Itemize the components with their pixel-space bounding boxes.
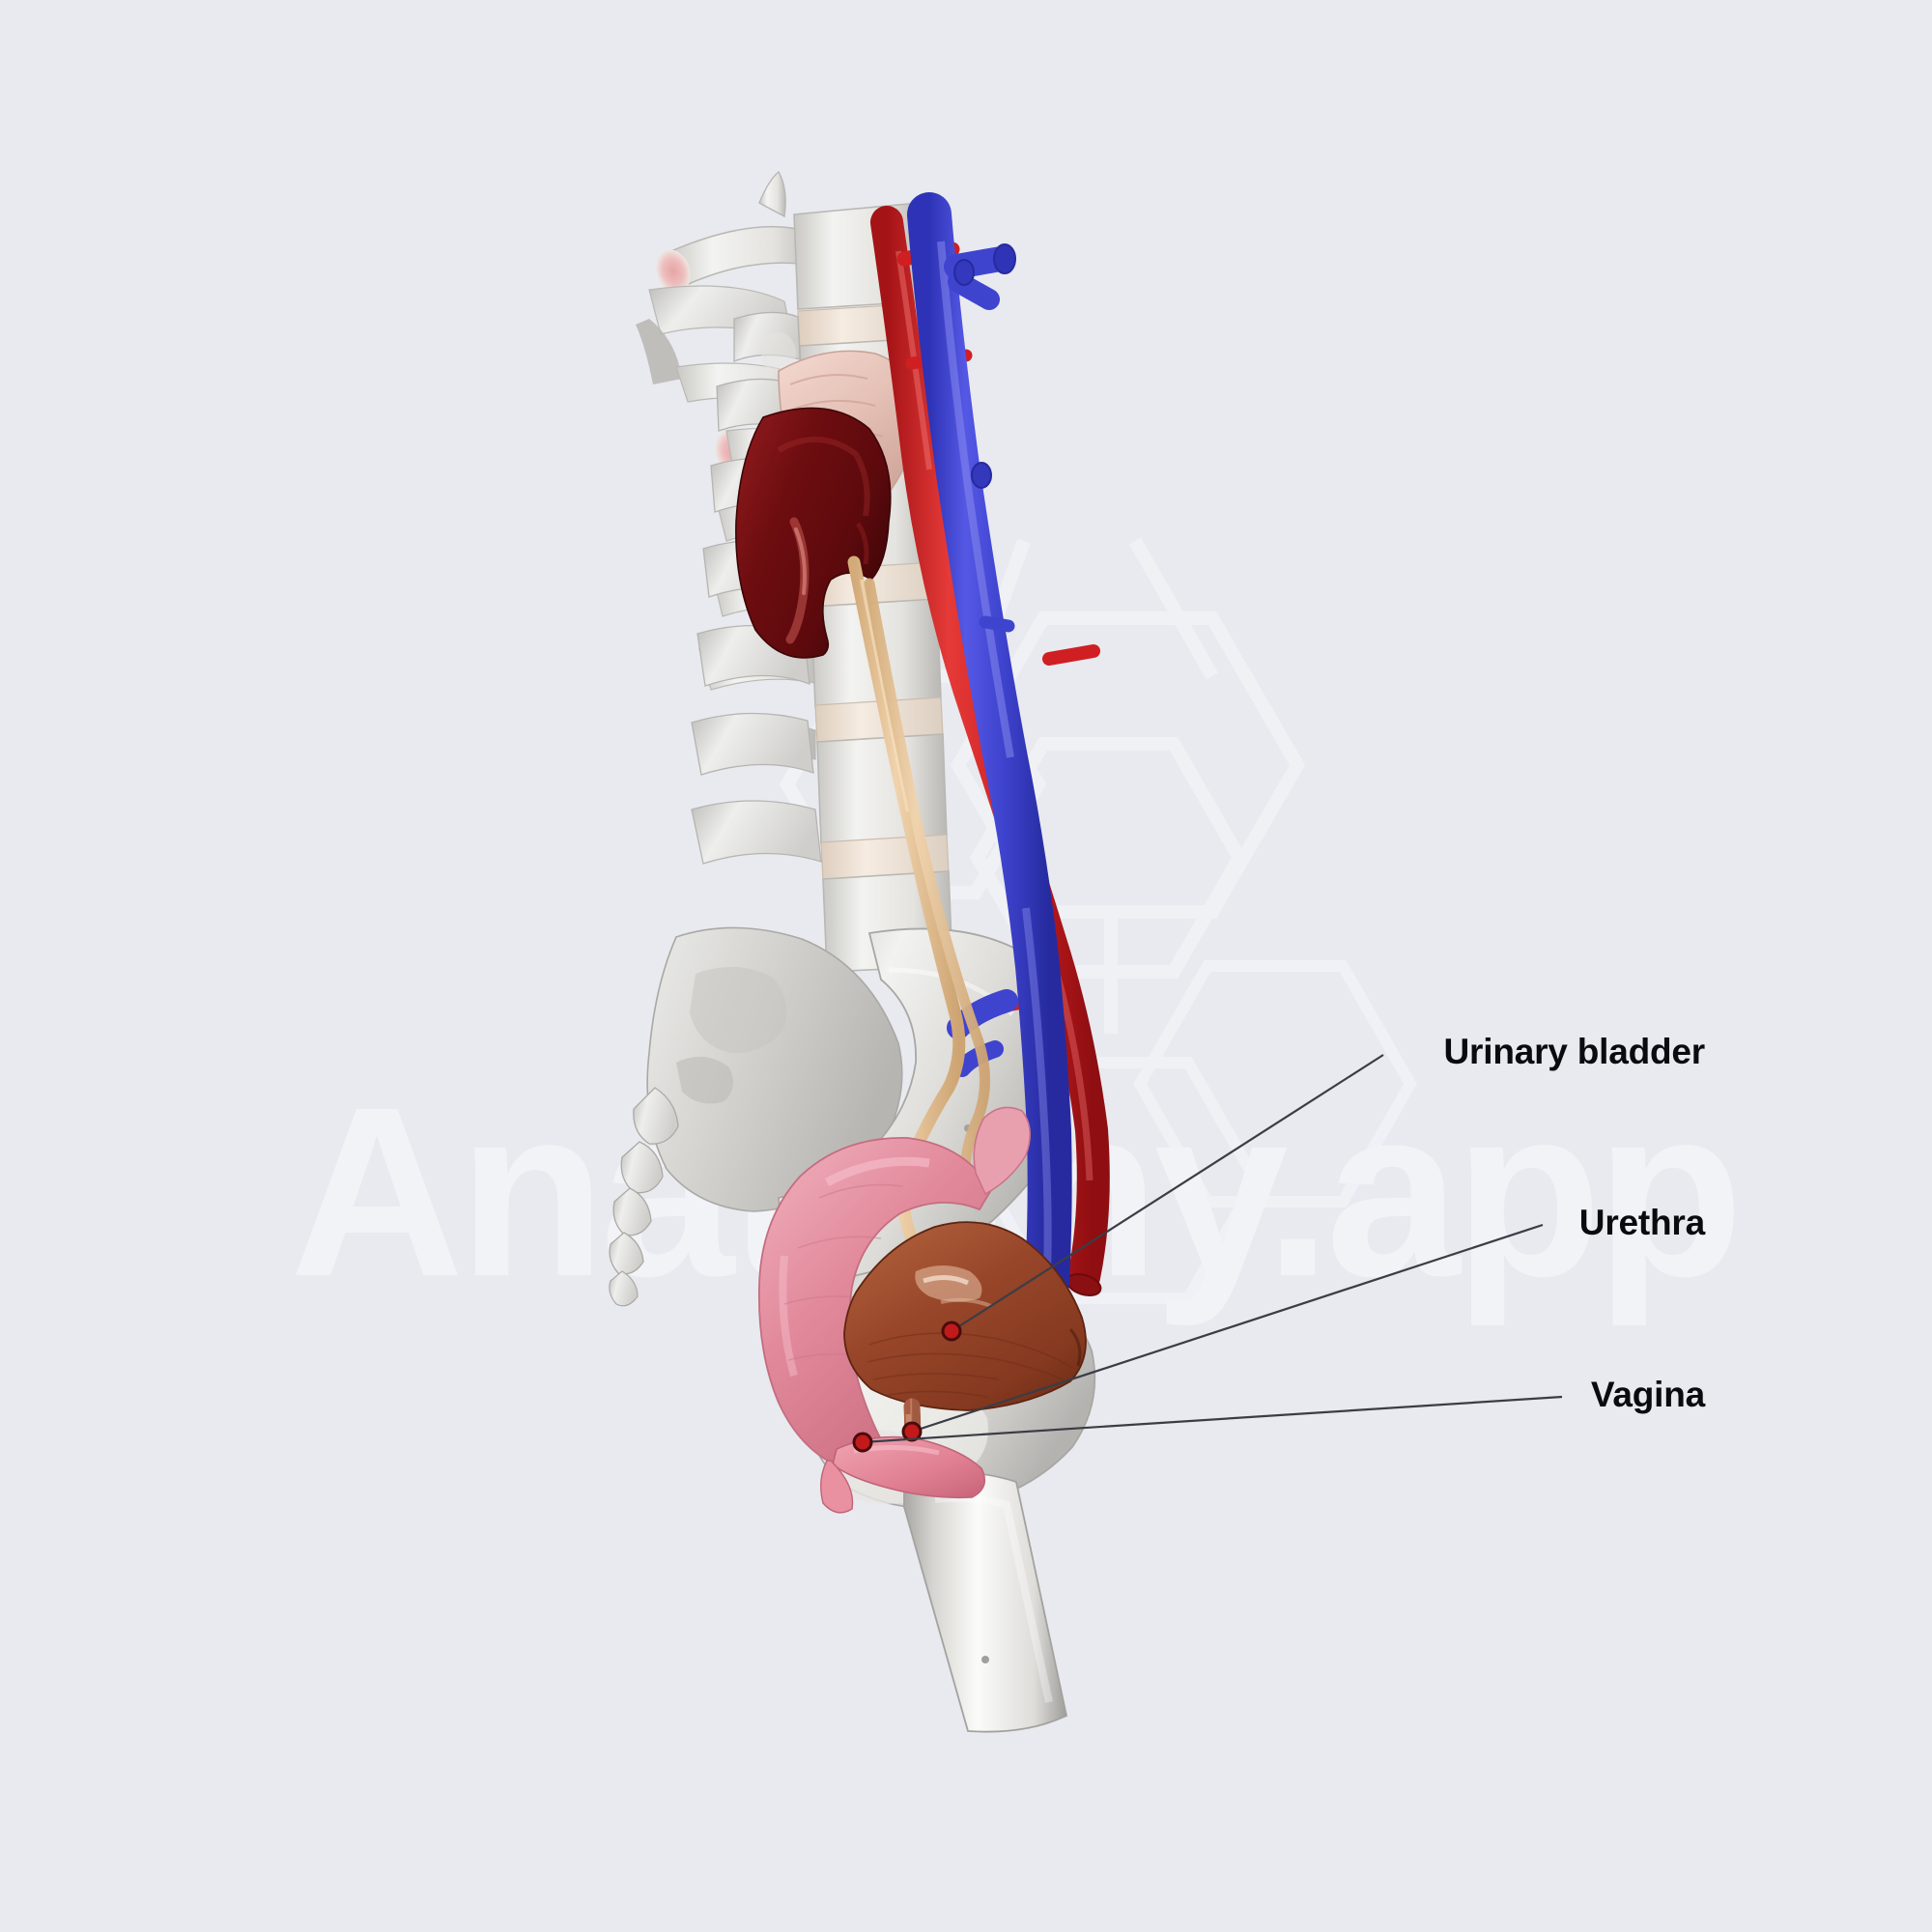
uterus-rectum: [757, 1106, 1031, 1472]
leader-line-urinary-bladder: [941, 1054, 1384, 1342]
leader-line-vagina: [852, 1395, 1563, 1453]
leader-line-urethra: [901, 1223, 1544, 1442]
sacrum: [646, 926, 903, 1212]
inferior-vena-cava: [907, 192, 1072, 1305]
label-urinary-bladder[interactable]: Urinary bladder: [1443, 1032, 1706, 1071]
urinary-bladder: [843, 1221, 1087, 1411]
coccyx: [609, 1087, 679, 1307]
label-vagina[interactable]: Vagina: [1590, 1375, 1705, 1414]
kidney: [735, 407, 892, 659]
label-urethra[interactable]: Urethra: [1578, 1203, 1705, 1242]
femur: [903, 1468, 1068, 1733]
